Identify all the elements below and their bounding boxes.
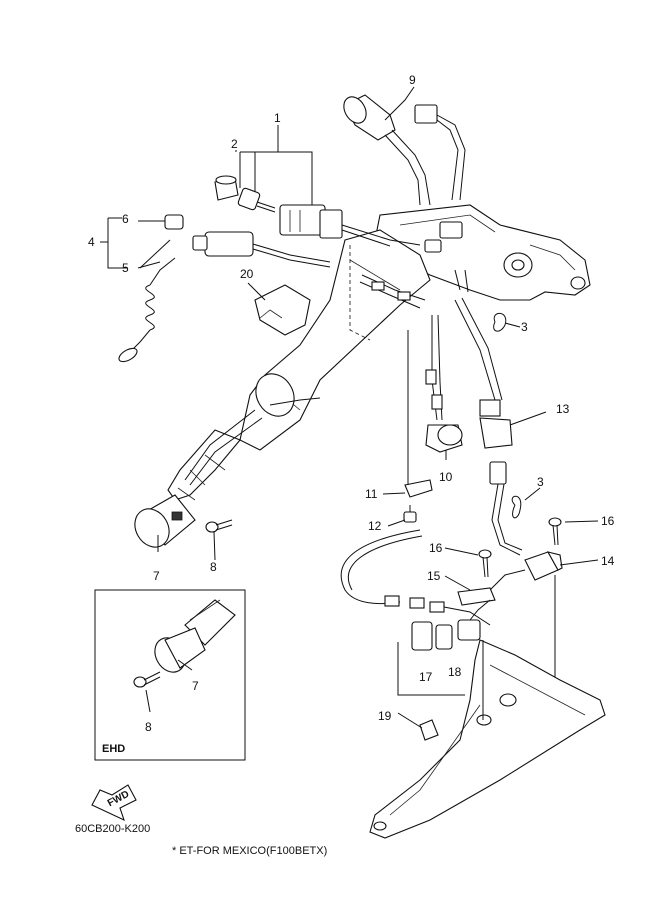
lanyard-5: [118, 257, 176, 363]
screw-16b: [478, 549, 492, 578]
clip-3-middle: [511, 495, 522, 519]
main-switch-1: [279, 204, 421, 247]
leader-lines: [100, 86, 599, 729]
upper-bracket-assembly: [374, 204, 591, 301]
part-label-8-main: 8: [210, 560, 217, 574]
part-label-16-right: 16: [601, 514, 615, 528]
connector-9: [343, 94, 466, 206]
part-label-13: 13: [556, 402, 570, 416]
part-label-3-middle: 3: [537, 475, 544, 489]
lower-cable-loop: [340, 529, 491, 626]
part-label-9: 9: [409, 73, 416, 87]
part-label-14: 14: [601, 554, 615, 568]
diagram-code: 60CB200-K200: [75, 823, 151, 835]
part-number-callouts: 1 2 9 6 4 5 20 3 13 10 3 11 16 12 16 14 …: [88, 73, 615, 755]
bracket-11: [404, 330, 433, 498]
wiring-harness: [184, 397, 321, 486]
inset-title: EHD: [102, 743, 125, 755]
cap-6: [164, 214, 184, 230]
screw-8: [205, 519, 233, 533]
throttle-grip: [134, 494, 196, 548]
switch-10-group: [425, 314, 463, 453]
bracket-15: [457, 587, 496, 606]
part-label-5: 5: [122, 261, 129, 275]
part-label-15: 15: [427, 569, 441, 583]
part-label-11: 11: [365, 487, 378, 501]
footnote: * ET-FOR MEXICO(F100BETX): [172, 845, 328, 857]
ignition-key: [237, 187, 276, 213]
connector-17-18: [397, 599, 491, 696]
part-label-2: 2: [231, 137, 238, 151]
ehd-inset: [94, 589, 246, 761]
part-label-1: 1: [274, 111, 281, 125]
stop-switch-4: [192, 231, 331, 268]
part-label-3-upper: 3: [521, 320, 528, 334]
cap-20: [254, 284, 311, 336]
part-label-20: 20: [240, 267, 254, 281]
part-label-19: 19: [378, 709, 392, 723]
screw-12: [403, 505, 417, 523]
part-label-12: 12: [368, 519, 382, 533]
part-label-10: 10: [439, 470, 453, 484]
fwd-arrow-icon: FWD: [91, 784, 137, 822]
part-label-8-inset: 8: [145, 720, 152, 734]
screw-16a: [548, 517, 562, 546]
clip-3-upper: [493, 312, 507, 332]
tiller-handle-body: [167, 229, 431, 501]
part-label-4: 4: [88, 235, 95, 249]
part-label-7-inset: 7: [192, 679, 199, 693]
cap-2: [214, 175, 239, 201]
connector-13: [454, 297, 523, 556]
part-label-18: 18: [448, 665, 462, 679]
lower-bracket-cowling: [369, 639, 606, 839]
harness-routing: [349, 245, 469, 341]
label-19: [419, 719, 439, 741]
part-label-16-center: 16: [429, 541, 443, 555]
part-label-7-main: 7: [153, 569, 160, 583]
part-label-17: 17: [419, 670, 433, 684]
part-label-6: 6: [122, 212, 129, 226]
